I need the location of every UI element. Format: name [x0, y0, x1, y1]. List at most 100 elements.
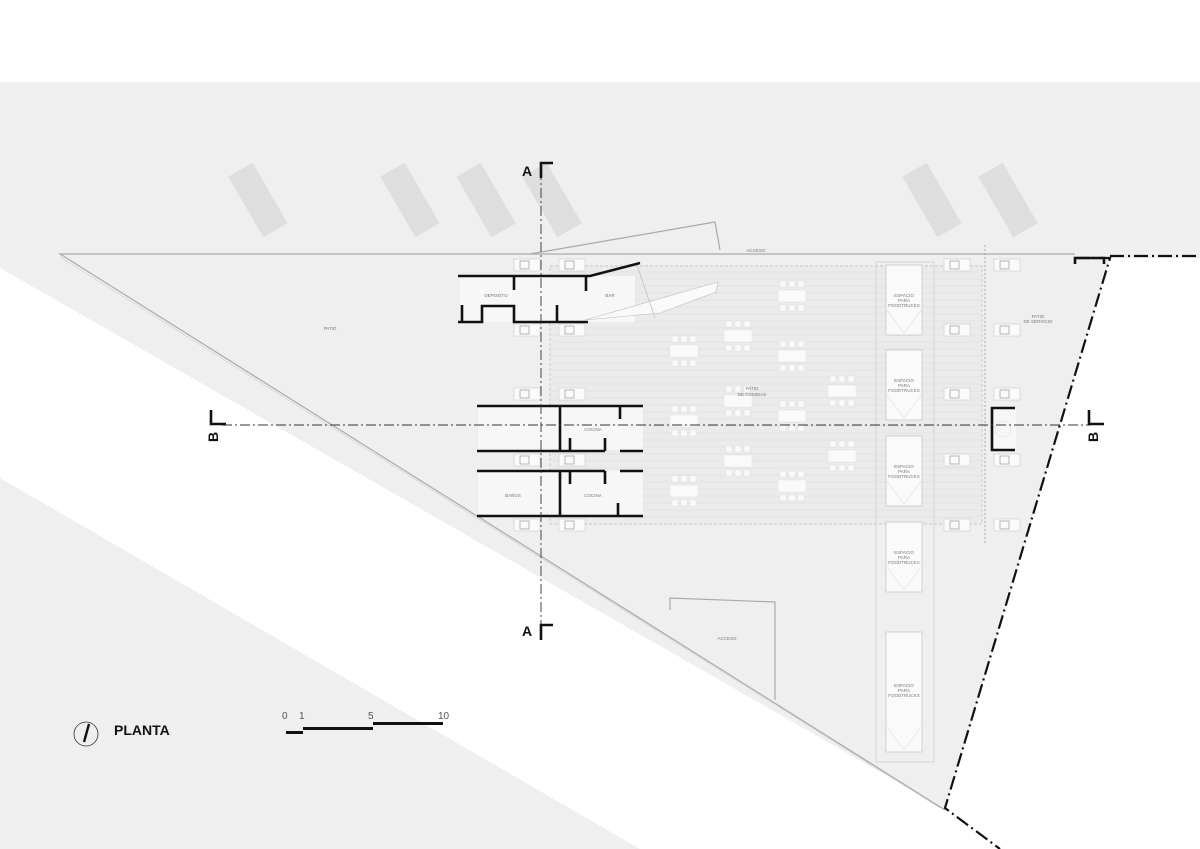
foodtruck-label: FOODTRUCKS [888, 303, 920, 308]
foodtruck-label: FOODTRUCKS [888, 388, 920, 393]
property-line [943, 256, 1112, 849]
dining-table [669, 344, 699, 358]
outlet-icon [519, 520, 530, 530]
outlet-icon [949, 455, 960, 465]
outlet-icon [949, 520, 960, 530]
foodtruck-label: PARA [898, 688, 910, 693]
access-pavilion: ACCESO [669, 597, 776, 700]
kitchen-building-2: BAÑOS COCINA [477, 469, 643, 518]
outlet-icon [949, 389, 960, 399]
foodtruck-label: ESPACIO [894, 683, 914, 688]
dining-table [777, 409, 807, 423]
service-kiosk [990, 406, 1016, 452]
outlet-icon [564, 520, 575, 530]
service-unit [943, 518, 971, 532]
street-band [0, 268, 1000, 849]
scale-tick-1: 1 [299, 711, 305, 722]
outlet-icon [564, 325, 575, 335]
outlet-icon [999, 325, 1010, 335]
service-unit [513, 518, 541, 532]
dining-table [723, 394, 753, 408]
foodtruck-label: FOODTRUCKS [888, 474, 920, 479]
svg-text:B: B [1085, 432, 1101, 442]
outlet-icon [519, 260, 530, 270]
dining-table [669, 484, 699, 498]
outlet-icon [519, 325, 530, 335]
room-label-patio-servicio-2: DE SERVICIO [1024, 319, 1053, 324]
foodtruck-label: ESPACIO [894, 550, 914, 555]
service-unit [558, 258, 586, 272]
outlet-icon [564, 260, 575, 270]
service-unit [943, 453, 971, 467]
service-unit [993, 518, 1021, 532]
service-unit [943, 258, 971, 272]
outlet-icon [949, 260, 960, 270]
service-unit [513, 387, 541, 401]
room-label-cocina-2: COCINA [584, 493, 602, 498]
dining-table [723, 329, 753, 343]
scale-tick-10: 10 [438, 711, 450, 722]
room-label-deposito: DEPOSITO [484, 293, 508, 298]
service-unit [558, 387, 586, 401]
foodtruck-label: PARA [898, 555, 910, 560]
service-unit [558, 453, 586, 467]
section-mark-a-bottom: A [522, 623, 553, 640]
service-unit [993, 323, 1021, 337]
foodtruck-label: PARA [898, 298, 910, 303]
foodtruck-label: FOODTRUCKS [888, 693, 920, 698]
outlet-icon [564, 389, 575, 399]
dining-table [777, 349, 807, 363]
service-unit [513, 258, 541, 272]
room-label-acceso-bottom: ACCESO [717, 636, 737, 641]
service-unit [943, 323, 971, 337]
section-mark-b-right: B [1085, 410, 1104, 442]
lot-fence [57, 221, 1075, 811]
outlet-icon [999, 389, 1010, 399]
scale-tick-0: 0 [282, 711, 288, 722]
dining-table [723, 454, 753, 468]
north-arrow-icon [73, 721, 99, 747]
service-unit [513, 453, 541, 467]
svg-text:B: B [205, 432, 221, 442]
service-unit [513, 323, 541, 337]
dining-table [777, 289, 807, 303]
service-unit [993, 258, 1021, 272]
section-mark-a-top: A [522, 161, 553, 179]
room-label-patio: PATIO [324, 326, 337, 331]
section-mark-b-left: B [205, 410, 226, 442]
foodtruck-label: ESPACIO [894, 378, 914, 383]
service-unit [993, 387, 1021, 401]
service-unit [943, 387, 971, 401]
room-label-bar: BAR [605, 293, 615, 298]
room-label-cocina-1: COCINA [584, 427, 602, 432]
parking-stalls [228, 162, 1038, 238]
room-label-patio-comidas-2: DE COMIDAS [738, 392, 767, 397]
outlet-icon [999, 520, 1010, 530]
outlet-icon [564, 455, 575, 465]
drawing-title: PLANTA [114, 722, 170, 738]
bar-deposito-building: DEPOSITO BAR [458, 261, 719, 324]
scale-bar: 0 1 5 10 [282, 711, 450, 734]
room-label-acceso-top: ACCESO [746, 248, 766, 253]
outside-lot-area [945, 258, 1200, 849]
room-label-banos: BAÑOS [505, 492, 521, 498]
service-unit [993, 453, 1021, 467]
outlet-icon [519, 455, 530, 465]
foodtruck-label: FOODTRUCKS [888, 560, 920, 565]
outlet-icon [999, 260, 1010, 270]
dining-table [827, 384, 857, 398]
foodtruck-label: ESPACIO [894, 464, 914, 469]
service-unit [558, 323, 586, 337]
dining-table [827, 449, 857, 463]
foodtruck-label: PARA [898, 469, 910, 474]
scale-tick-5: 5 [368, 711, 374, 722]
dining-table [669, 414, 699, 428]
room-label-patio-comidas-1: PATIO [746, 386, 759, 391]
foodtruck-column: ESPACIOPARAFOODTRUCKSESPACIOPARAFOODTRUC… [875, 261, 935, 763]
svg-text:A: A [522, 623, 532, 639]
